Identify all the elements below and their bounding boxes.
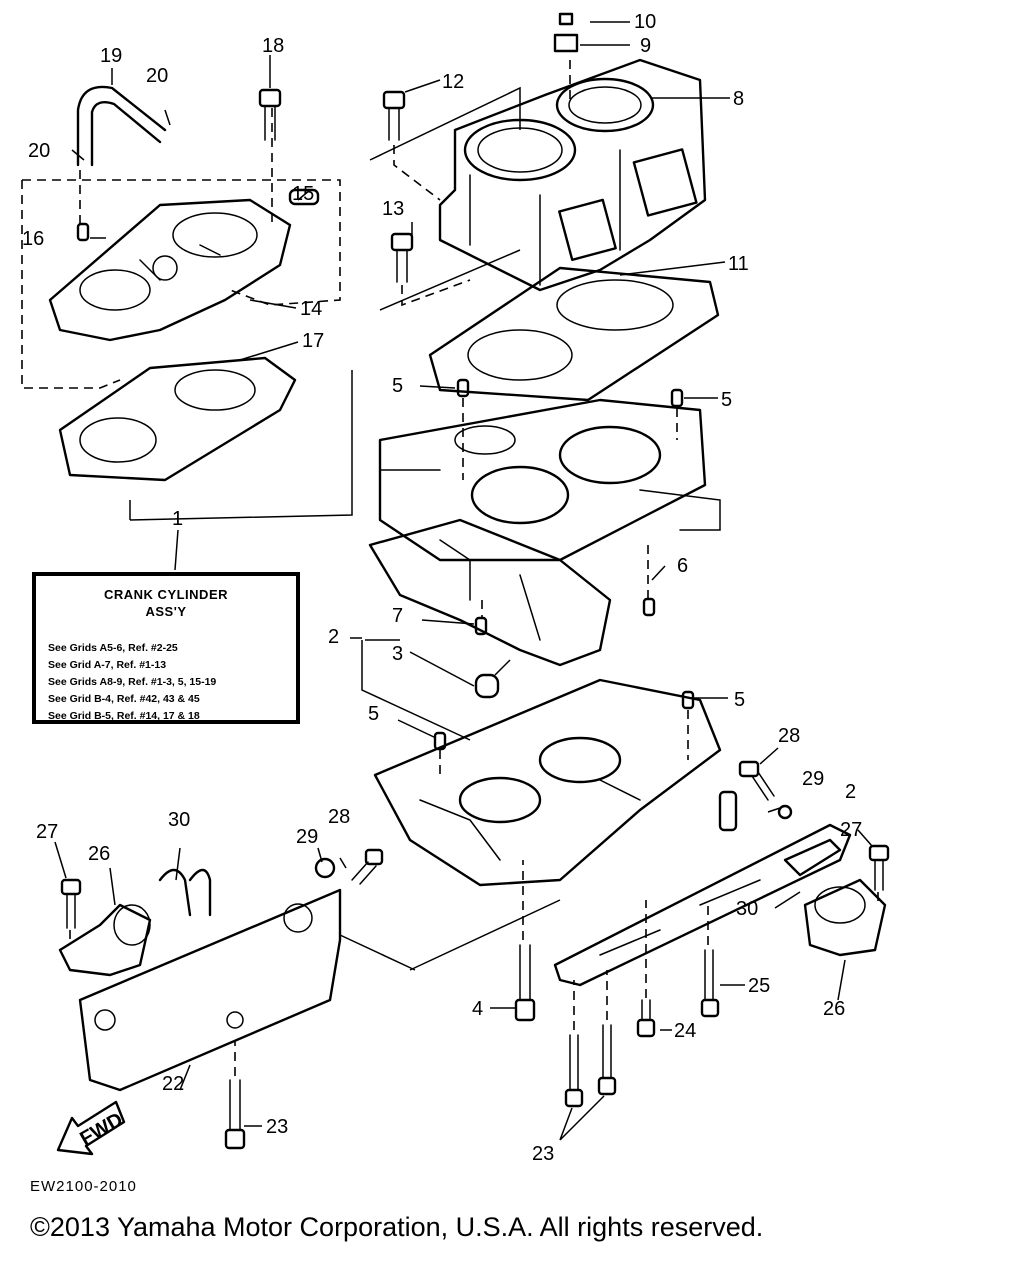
callout-6: 6 — [677, 555, 688, 577]
mount-plate-30-left — [158, 868, 212, 917]
fwd-arrow-icon: FWD — [56, 1100, 127, 1156]
callout-12: 12 — [442, 71, 464, 93]
callout-8: 8 — [733, 88, 744, 110]
crankcase-lower — [373, 678, 738, 887]
bolt-23-a — [564, 1034, 584, 1108]
bolt-24 — [636, 999, 656, 1038]
bolt-18 — [258, 88, 282, 141]
callout-5-b: 5 — [721, 389, 732, 411]
bolt-12 — [382, 90, 406, 141]
legend-title-line1: CRANK CYLINDER — [104, 587, 228, 602]
exploded-parts-diagram: FWD 10 9 8 11 12 13 18 19 20 20 15 16 14… — [21, 11, 890, 1165]
callout-5-d: 5 — [368, 703, 379, 725]
legend-line: See Grids A5-6, Ref. #2-25 — [48, 642, 178, 654]
callout-29-left: 29 — [296, 826, 318, 848]
drawing-code: EW2100-2010 — [30, 1178, 137, 1195]
callout-29-right: 29 — [802, 768, 824, 790]
callout-15: 15 — [292, 183, 314, 205]
engine-mount-front-left — [78, 888, 342, 1092]
bolt-13 — [390, 232, 414, 283]
callout-25: 25 — [748, 975, 770, 997]
head-gasket — [428, 266, 720, 402]
bolts — [60, 88, 890, 1150]
assembly-reference-box: CRANK CYLINDER ASS'Y See Grids A5-6, Ref… — [32, 572, 300, 724]
callout-26-right: 26 — [823, 998, 845, 1020]
callout-19: 19 — [100, 45, 122, 67]
mount-plate-30-right — [783, 838, 842, 877]
assembly-lines — [69, 60, 879, 1076]
callout-14: 14 — [300, 298, 322, 320]
leader-lines — [129, 86, 561, 971]
cover-assembly — [21, 179, 341, 389]
small-parts — [76, 12, 793, 879]
callout-4: 4 — [472, 998, 483, 1020]
callout-7: 7 — [392, 605, 403, 627]
bolt-23-b — [597, 1024, 617, 1096]
callout-13: 13 — [382, 198, 404, 220]
callout-27-right: 27 — [840, 819, 862, 841]
legend-reference-list: See Grids A5-6, Ref. #2-25 See Grid A-7,… — [48, 640, 216, 725]
cover-gasket — [58, 356, 297, 482]
callout-3: 3 — [392, 643, 403, 665]
bushing-3 — [474, 673, 500, 699]
copyright-notice: ©2013 Yamaha Motor Corporation, U.S.A. A… — [30, 1212, 764, 1242]
callout-16: 16 — [22, 228, 44, 250]
legend-line: See Grids A8-9, Ref. #1-3, 5, 15-19 — [48, 676, 217, 688]
bolt-28-left — [351, 848, 384, 885]
legend-title: CRANK CYLINDER ASS'Y — [36, 586, 296, 620]
legend-line: See Grid A-7, Ref. #1-13 — [48, 659, 167, 671]
callout-24: 24 — [674, 1020, 696, 1042]
legend-title-line2: ASS'Y — [145, 604, 187, 619]
callout-5-c: 5 — [734, 689, 745, 711]
callout-20-top: 20 — [146, 65, 168, 87]
callout-1: 1 — [172, 508, 183, 530]
fwd-label: FWD — [76, 1109, 126, 1151]
callout-26-left: 26 — [88, 843, 110, 865]
bolt-27-right — [868, 844, 890, 891]
callout-28-right: 28 — [778, 725, 800, 747]
legend-line: See Grid B-4, Ref. #42, 43 & 45 — [48, 693, 200, 705]
bolt-4 — [514, 944, 536, 1022]
cylinder-head — [438, 58, 707, 292]
callout-23-bottom: 23 — [532, 1143, 554, 1165]
bolt-27-left — [60, 878, 82, 929]
bolt-23-left — [224, 1079, 246, 1150]
hose — [76, 85, 167, 167]
callout-5-a: 5 — [392, 375, 403, 397]
callout-numbers: 10 9 8 11 12 13 18 19 20 20 15 16 14 17 … — [22, 11, 862, 1165]
legend-line: See Grid B-5, Ref. #14, 17 & 18 — [48, 710, 200, 722]
crankcase-upper — [368, 518, 612, 667]
callout-23-left: 23 — [266, 1116, 288, 1138]
callout-22: 22 — [162, 1073, 184, 1095]
cylinder-block — [378, 398, 721, 562]
bolt-25 — [700, 949, 720, 1018]
callout-2-right: 2 — [845, 781, 856, 803]
callout-30-left: 30 — [168, 809, 190, 831]
callout-11: 11 — [728, 253, 749, 275]
callout-leaders — [54, 21, 873, 1141]
engine-mount-right — [553, 823, 852, 987]
callout-10: 10 — [634, 11, 656, 33]
rubber-mount-left — [58, 903, 152, 977]
callout-27-left: 27 — [36, 821, 58, 843]
callout-28-left: 28 — [328, 806, 350, 828]
callout-17: 17 — [302, 330, 324, 352]
callout-18: 18 — [262, 35, 284, 57]
callout-9: 9 — [640, 35, 651, 57]
rubber-mount-right — [803, 878, 887, 957]
bolt-28-right — [738, 760, 775, 801]
callout-20-left: 20 — [28, 140, 50, 162]
callout-2-left: 2 — [328, 626, 339, 648]
callout-30-right: 30 — [736, 898, 758, 920]
